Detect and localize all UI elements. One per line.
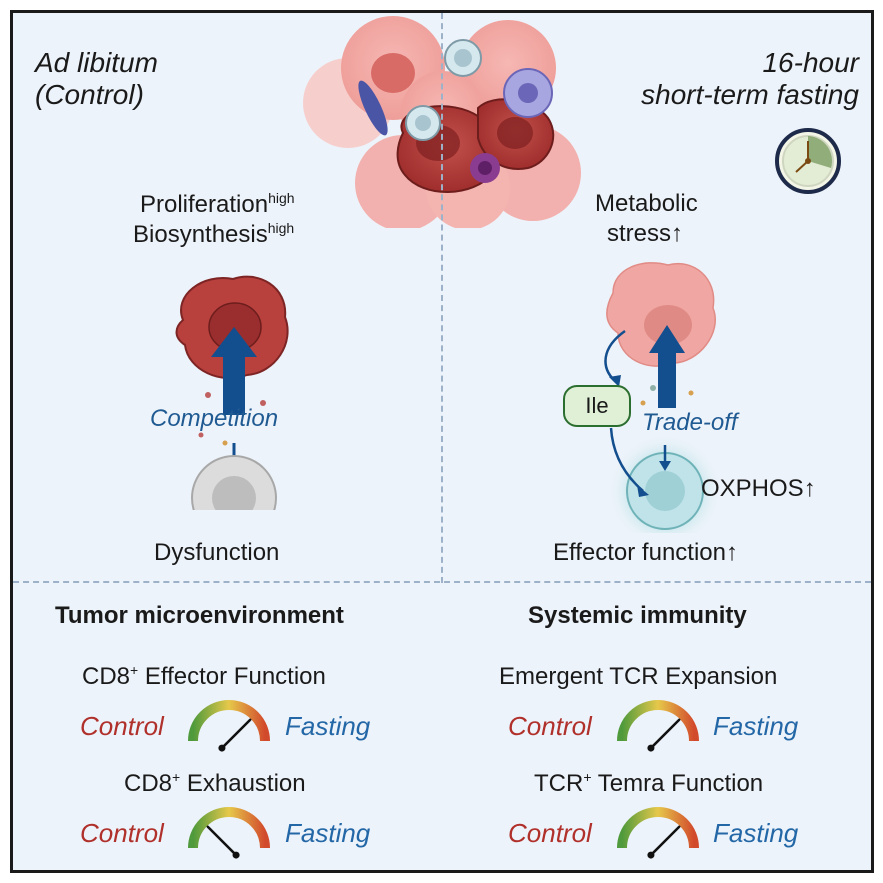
tumor-cluster-illustration (303, 16, 581, 228)
fasting-label: Fasting (285, 818, 371, 848)
right-cell-illustration (604, 262, 723, 533)
systemic-title: Systemic immunity (528, 602, 747, 629)
gauge-needle-pivot (218, 744, 226, 752)
vertical-divider (441, 13, 443, 583)
oxphos-label: OXPHOS↑ (701, 475, 816, 502)
fasting-label: Fasting (713, 711, 799, 741)
horizontal-divider (13, 581, 871, 583)
systemic-metric-1: Emergent TCR Expansion (499, 663, 778, 690)
effector-function-label: Effector function↑ (553, 539, 738, 566)
control-label: Control (80, 711, 164, 741)
gauge-needle (206, 825, 238, 857)
gauge-needle-pivot (232, 851, 240, 859)
gauge-icon (188, 700, 270, 752)
metabolic-label: Metabolic (595, 190, 698, 217)
fasting-header: 16-hour short-term fasting (641, 47, 859, 110)
isoleucine-badge: Ile (563, 385, 631, 427)
systemic-metric-2: TCR+ Temra Function (534, 769, 764, 797)
gauge-icon (188, 807, 270, 859)
fasting-label: Fasting (713, 818, 799, 848)
biosynthesis-label: Biosynthesishigh (133, 220, 295, 248)
control-header: Ad libitum (Control) (35, 47, 158, 110)
control-label: Control (508, 711, 592, 741)
gauge-arc (617, 807, 699, 849)
gauge-arc (188, 807, 270, 849)
clock-icon (775, 128, 841, 194)
competition-label: Competition (150, 405, 279, 432)
gauge-needle (649, 718, 681, 750)
tme-metric-1: CD8+ Effector Function (82, 662, 326, 690)
graphical-abstract: Ad libitum (Control) 16-hour short-term … (10, 10, 874, 873)
gauge-icon (617, 700, 699, 752)
tradeoff-label: Trade-off (642, 409, 738, 436)
gauge-needle-pivot (647, 851, 655, 859)
proliferation-label: Proliferationhigh (140, 190, 295, 218)
tme-metric-2: CD8+ Exhaustion (124, 769, 306, 797)
tme-title: Tumor microenvironment (55, 602, 344, 629)
gauge-icon (617, 807, 699, 859)
dysfunction-label: Dysfunction (154, 539, 280, 566)
left-cell-illustration (175, 275, 289, 510)
control-label: Control (80, 818, 164, 848)
gauge-needle (649, 825, 681, 857)
gauge-arc (617, 700, 699, 742)
gauge-needle-pivot (647, 744, 655, 752)
stress-label: stress↑ (607, 220, 684, 247)
gauge-arc (188, 700, 270, 742)
fasting-label: Fasting (285, 711, 371, 741)
gauge-needle (220, 718, 252, 750)
control-label: Control (508, 818, 592, 848)
